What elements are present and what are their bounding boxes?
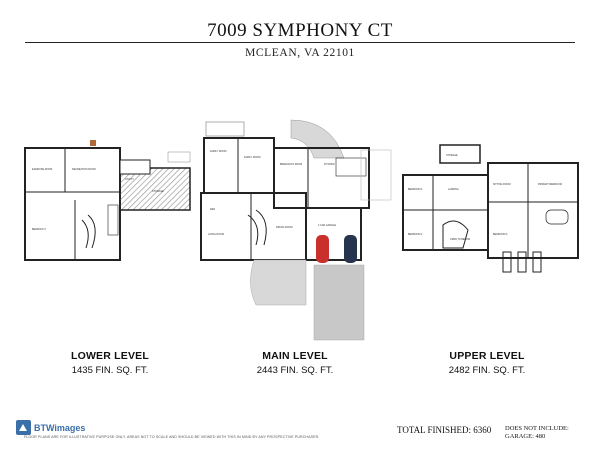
brand-logo: BTWimages	[16, 420, 85, 435]
upper-level-label: UPPER LEVEL 2482 FIN. SQ. FT.	[432, 350, 542, 376]
property-address: 7009 SYMPHONY CT	[207, 20, 393, 41]
upper-level-floorplan: STORAGE BEDROOM 4 LANDING SITTING ROOM P…	[398, 140, 588, 280]
svg-text:UTILITY: UTILITY	[125, 178, 134, 181]
main-level-floorplan: FAMILY ROOM FAMILY ROOM BREAKFAST ROOM K…	[196, 110, 396, 350]
lower-level-name: LOWER LEVEL	[70, 350, 150, 362]
svg-text:FAMILY ROOM: FAMILY ROOM	[210, 150, 226, 153]
svg-text:BEDROCK 5: BEDROCK 5	[32, 228, 46, 231]
main-level-label: MAIN LEVEL 2443 FIN. SQ. FT.	[240, 350, 350, 376]
svg-text:LANDING: LANDING	[448, 188, 459, 191]
main-level-name: MAIN LEVEL	[262, 350, 328, 362]
main-level-area: 2443 FIN. SQ. FT.	[256, 365, 334, 376]
total-finished: TOTAL FINISHED: 6360	[397, 425, 492, 435]
upper-level-drawing: STORAGE BEDROOM 4 LANDING SITTING ROOM P…	[402, 144, 579, 273]
svg-text:BEDROOM 2: BEDROOM 2	[408, 233, 423, 236]
exclusions: DOES NOT INCLUDE: GARAGE: 480	[505, 425, 569, 441]
disclaimer-text: FLOOR PLANS ARE FOR ILLUSTRATIVE PURPOSE…	[24, 435, 320, 439]
svg-text:BREAKFAST ROOM: BREAKFAST ROOM	[280, 163, 302, 166]
garage-area: GARAGE: 480	[505, 433, 546, 440]
main-level-drawing: FAMILY ROOM FAMILY ROOM BREAKFAST ROOM K…	[200, 119, 392, 341]
svg-text:LIVING ROOM: LIVING ROOM	[208, 233, 224, 236]
svg-text:OPEN TO BELOW: OPEN TO BELOW	[450, 238, 471, 241]
brand-name: BTWimages	[34, 422, 86, 433]
svg-text:2 CAR GARAGE: 2 CAR GARAGE	[318, 224, 336, 227]
header-divider	[25, 42, 575, 43]
svg-text:EXERCISE ROOM: EXERCISE ROOM	[32, 168, 52, 171]
svg-text:KITCHEN: KITCHEN	[324, 163, 335, 166]
svg-text:BEDROOM 3: BEDROOM 3	[493, 233, 508, 236]
svg-text:FAMILY ROOM: FAMILY ROOM	[244, 156, 260, 159]
lower-level-area: 1435 FIN. SQ. FT.	[71, 365, 149, 376]
upper-level-area: 2482 FIN. SQ. FT.	[448, 365, 526, 376]
svg-text:STORAGE: STORAGE	[152, 190, 164, 193]
svg-text:RECREATION ROOM: RECREATION ROOM	[72, 168, 96, 171]
svg-text:DINING ROOM: DINING ROOM	[276, 226, 292, 229]
lower-level-floorplan: EXERCISE ROOM RECREATION ROOM BEDROCK 5 …	[20, 130, 195, 265]
property-city: MCLEAN, VA 22101	[245, 47, 355, 59]
exclusions-heading: DOES NOT INCLUDE:	[505, 425, 569, 432]
svg-text:STORAGE: STORAGE	[446, 154, 458, 157]
svg-text:BEDROOM 4: BEDROOM 4	[408, 188, 423, 191]
upper-level-name: UPPER LEVEL	[449, 350, 525, 362]
svg-text:SITTING ROOM: SITTING ROOM	[493, 183, 511, 186]
brand-logo-icon	[16, 420, 31, 435]
lower-level-label: LOWER LEVEL 1435 FIN. SQ. FT.	[55, 350, 165, 376]
lower-level-drawing: EXERCISE ROOM RECREATION ROOM BEDROCK 5 …	[24, 140, 191, 261]
svg-text:PRIMARY BEDROOM: PRIMARY BEDROOM	[538, 183, 562, 186]
svg-text:DEN: DEN	[210, 208, 215, 211]
